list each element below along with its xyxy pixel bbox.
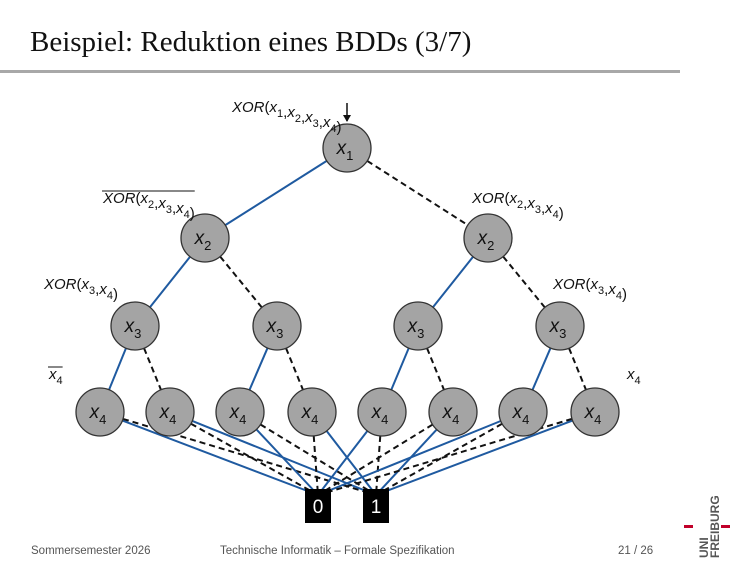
bdd-node-x4: x4 (215, 387, 265, 437)
logo-red-bar-left (684, 525, 693, 528)
node-circle (252, 301, 302, 351)
node-label-x2: x2 (477, 228, 495, 253)
node-label-x4: x4 (229, 402, 247, 427)
node-circle (75, 387, 125, 437)
edge-zero-n1-n2b (366, 160, 469, 226)
edge-zero-n3c-n45 (426, 347, 445, 391)
edge-one-n2b-n3c (432, 256, 474, 308)
node-layer: x1 x2 x2 x3 x3 x3 x3 x4 x4 x4 x4 x4 x4 x4 x4 0 1 (75, 123, 620, 523)
node-label-x3: x3 (407, 316, 425, 341)
edge-zero-n3a-n41 (143, 347, 162, 391)
node-label-x4: x4 (584, 402, 602, 427)
terminal-box (363, 489, 389, 523)
title-rule (0, 70, 680, 73)
node-circle (145, 387, 195, 437)
edge-one-n46-terminal (317, 420, 502, 496)
node-circle (287, 387, 337, 437)
edge-zero-n46-terminal (375, 422, 503, 496)
edge-zero-n43-terminal (312, 435, 319, 496)
bdd-node-x3: x3 (110, 301, 160, 351)
bdd-node-x4: x4 (145, 387, 195, 437)
node-circle (215, 387, 265, 437)
label-l2-left: XOR(x2,x3,x4) (102, 190, 195, 222)
bdd-node-x3: x3 (535, 301, 585, 351)
label-l3-left: XOR(x3,x4) (43, 276, 118, 303)
terminal-1: 1 (363, 489, 389, 523)
slide-title: Beispiel: Reduktion eines BDDs (3/7) (30, 26, 472, 58)
logo-text-freiburg: FREIBURG (708, 495, 722, 558)
node-circle (498, 387, 548, 437)
node-label-x3: x3 (266, 316, 284, 341)
label-l3-right: XOR(x3,x4) (552, 276, 627, 303)
bdd-node-x2: x2 (463, 213, 513, 263)
edge-one-n1-n2a (224, 160, 328, 226)
node-label-x4: x4 (301, 402, 319, 427)
edge-one-n3c-n44 (390, 347, 410, 391)
logo-red-bar-right (721, 525, 730, 528)
footer-page-number: 21 / 26 (618, 545, 654, 557)
node-label-x3: x3 (124, 316, 142, 341)
node-label-x1: x1 (336, 138, 354, 163)
label-l2-right: XOR(x2,x3,x4) (471, 190, 564, 222)
label-layer: XOR(x1,x2,x3,x4) XOR(x2,x3,x4) XOR(x2,x3,x… (43, 99, 641, 387)
root-function-label: XOR(x1,x2,x3,x4) (231, 99, 342, 136)
footer-semester: Sommersemester 2026 (31, 545, 151, 557)
bdd-diagram: x1 x2 x2 x3 x3 x3 x3 x4 x4 x4 x4 x4 x4 x4 x4 0 1 XOR(x1,… (43, 99, 641, 523)
node-circle (393, 301, 443, 351)
bdd-node-x3: x3 (393, 301, 443, 351)
node-label-x3: x3 (549, 316, 567, 341)
node-circle (357, 387, 407, 437)
edge-one-n3b-n42 (248, 347, 269, 391)
bdd-node-x4: x4 (428, 387, 478, 437)
node-label-x4: x4 (512, 402, 530, 427)
node-circle (428, 387, 478, 437)
footer-course: Technische Informatik – Formale Spezifik… (220, 545, 455, 557)
edge-zero-n44-terminal (375, 435, 382, 496)
edge-zero-n2b-n3d (502, 255, 546, 309)
terminal-box (305, 489, 331, 523)
edge-one-n45-terminal (375, 428, 438, 496)
label-l4-left: x4 (48, 366, 63, 387)
bdd-node-x1: x1 (322, 123, 372, 173)
edge-zero-n3b-n43 (285, 347, 304, 391)
label-l4-right: x4 (626, 366, 641, 387)
edge-zero-n41-terminal (190, 422, 319, 496)
bdd-node-x3: x3 (252, 301, 302, 351)
node-circle (463, 213, 513, 263)
node-label-x4: x4 (159, 402, 177, 427)
node-circle (180, 213, 230, 263)
logo-text-uni: UNI (697, 537, 711, 558)
node-label-x4: x4 (89, 402, 107, 427)
terminal-0: 0 (305, 489, 331, 523)
edge-one-n44-terminal (317, 430, 369, 496)
bdd-node-x4: x4 (287, 387, 337, 437)
bdd-node-x4: x4 (357, 387, 407, 437)
node-label-x4: x4 (442, 402, 460, 427)
edge-one-n43-terminal (325, 430, 377, 496)
node-circle (535, 301, 585, 351)
edge-zero-n2a-n3b (219, 255, 263, 309)
node-circle (110, 301, 160, 351)
bdd-node-x4: x4 (75, 387, 125, 437)
university-logo: UNI FREIBURG (684, 495, 730, 558)
edge-one-n3d-n46 (531, 347, 552, 391)
edge-zero-n3d-n47 (568, 347, 587, 391)
bdd-node-x4: x4 (570, 387, 620, 437)
node-circle (322, 123, 372, 173)
bdd-node-x4: x4 (498, 387, 548, 437)
edge-one-n2a-n3a (149, 256, 191, 308)
edge-one-n40-terminal (122, 419, 319, 496)
edge-one-n47-terminal (375, 419, 573, 496)
edge-one-n42-terminal (255, 428, 319, 496)
bdd-node-x2: x2 (180, 213, 230, 263)
edge-one-n3a-n40 (108, 347, 127, 391)
edge-zero-n45-terminal (317, 423, 434, 496)
node-label-x4: x4 (371, 402, 389, 427)
terminal-label: 0 (313, 497, 324, 518)
node-circle (570, 387, 620, 437)
node-label-x2: x2 (194, 228, 212, 253)
terminal-label: 1 (371, 497, 382, 518)
